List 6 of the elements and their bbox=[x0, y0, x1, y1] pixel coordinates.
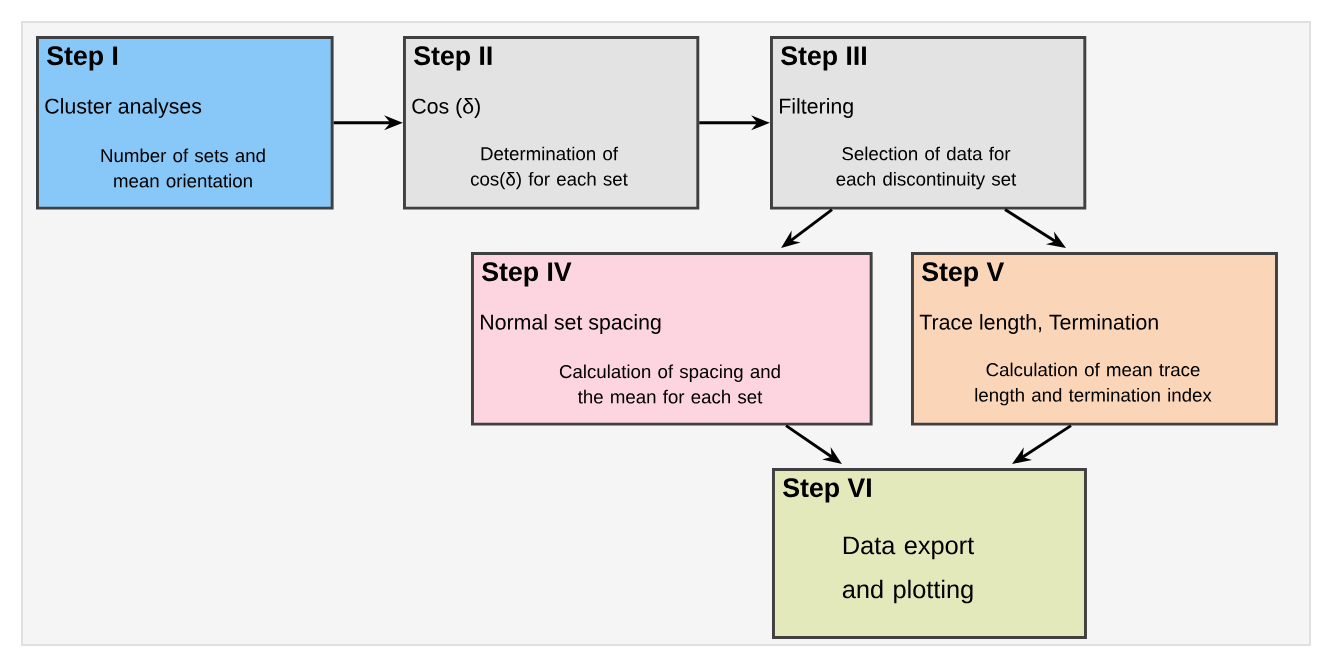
step-box: Step I Cluster analyses Number of sets and mean orientation bbox=[36, 36, 334, 210]
step-box: Step II Cos (δ) Determination of cos(δ) for each set bbox=[403, 36, 700, 210]
step-box: Step VI Data export and plotting bbox=[772, 468, 1087, 639]
step-box: Step III Filtering Selection of data for each discontinuity set bbox=[770, 36, 1087, 210]
step-box: Step IV Normal set spacing Calculation of spacing and the mean for each set bbox=[471, 252, 873, 426]
step-box: Step V Trace length, Termination Calculation of mean trace length and termination index bbox=[911, 252, 1278, 426]
